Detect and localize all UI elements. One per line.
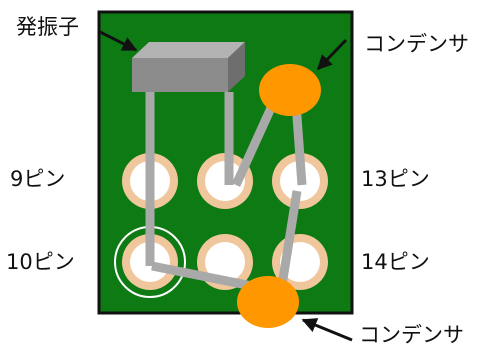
capacitor-bottom xyxy=(237,276,299,328)
pin14-label: 14ピン xyxy=(361,250,430,274)
pin10-label: 10ピン xyxy=(6,250,75,274)
trace-cap-top-left xyxy=(231,95,281,187)
oscillator-label: 発振子 xyxy=(16,15,79,39)
arrow-capacitor-top xyxy=(316,38,348,71)
trace-cap-top-right xyxy=(291,102,307,186)
arrow-capacitor-bottom xyxy=(301,318,353,342)
capacitor-top-label: コンデンサ xyxy=(364,32,469,56)
pin13-label: 13ピン xyxy=(361,167,430,191)
oscillator-component xyxy=(132,42,245,92)
capacitor-bottom-label: コンデンサ xyxy=(359,323,464,347)
trace-pad10-cap-bottom xyxy=(151,261,263,293)
pin9-label: 9ピン xyxy=(10,167,66,191)
arrow-oscillator xyxy=(97,29,138,52)
capacitor-top xyxy=(259,64,321,116)
